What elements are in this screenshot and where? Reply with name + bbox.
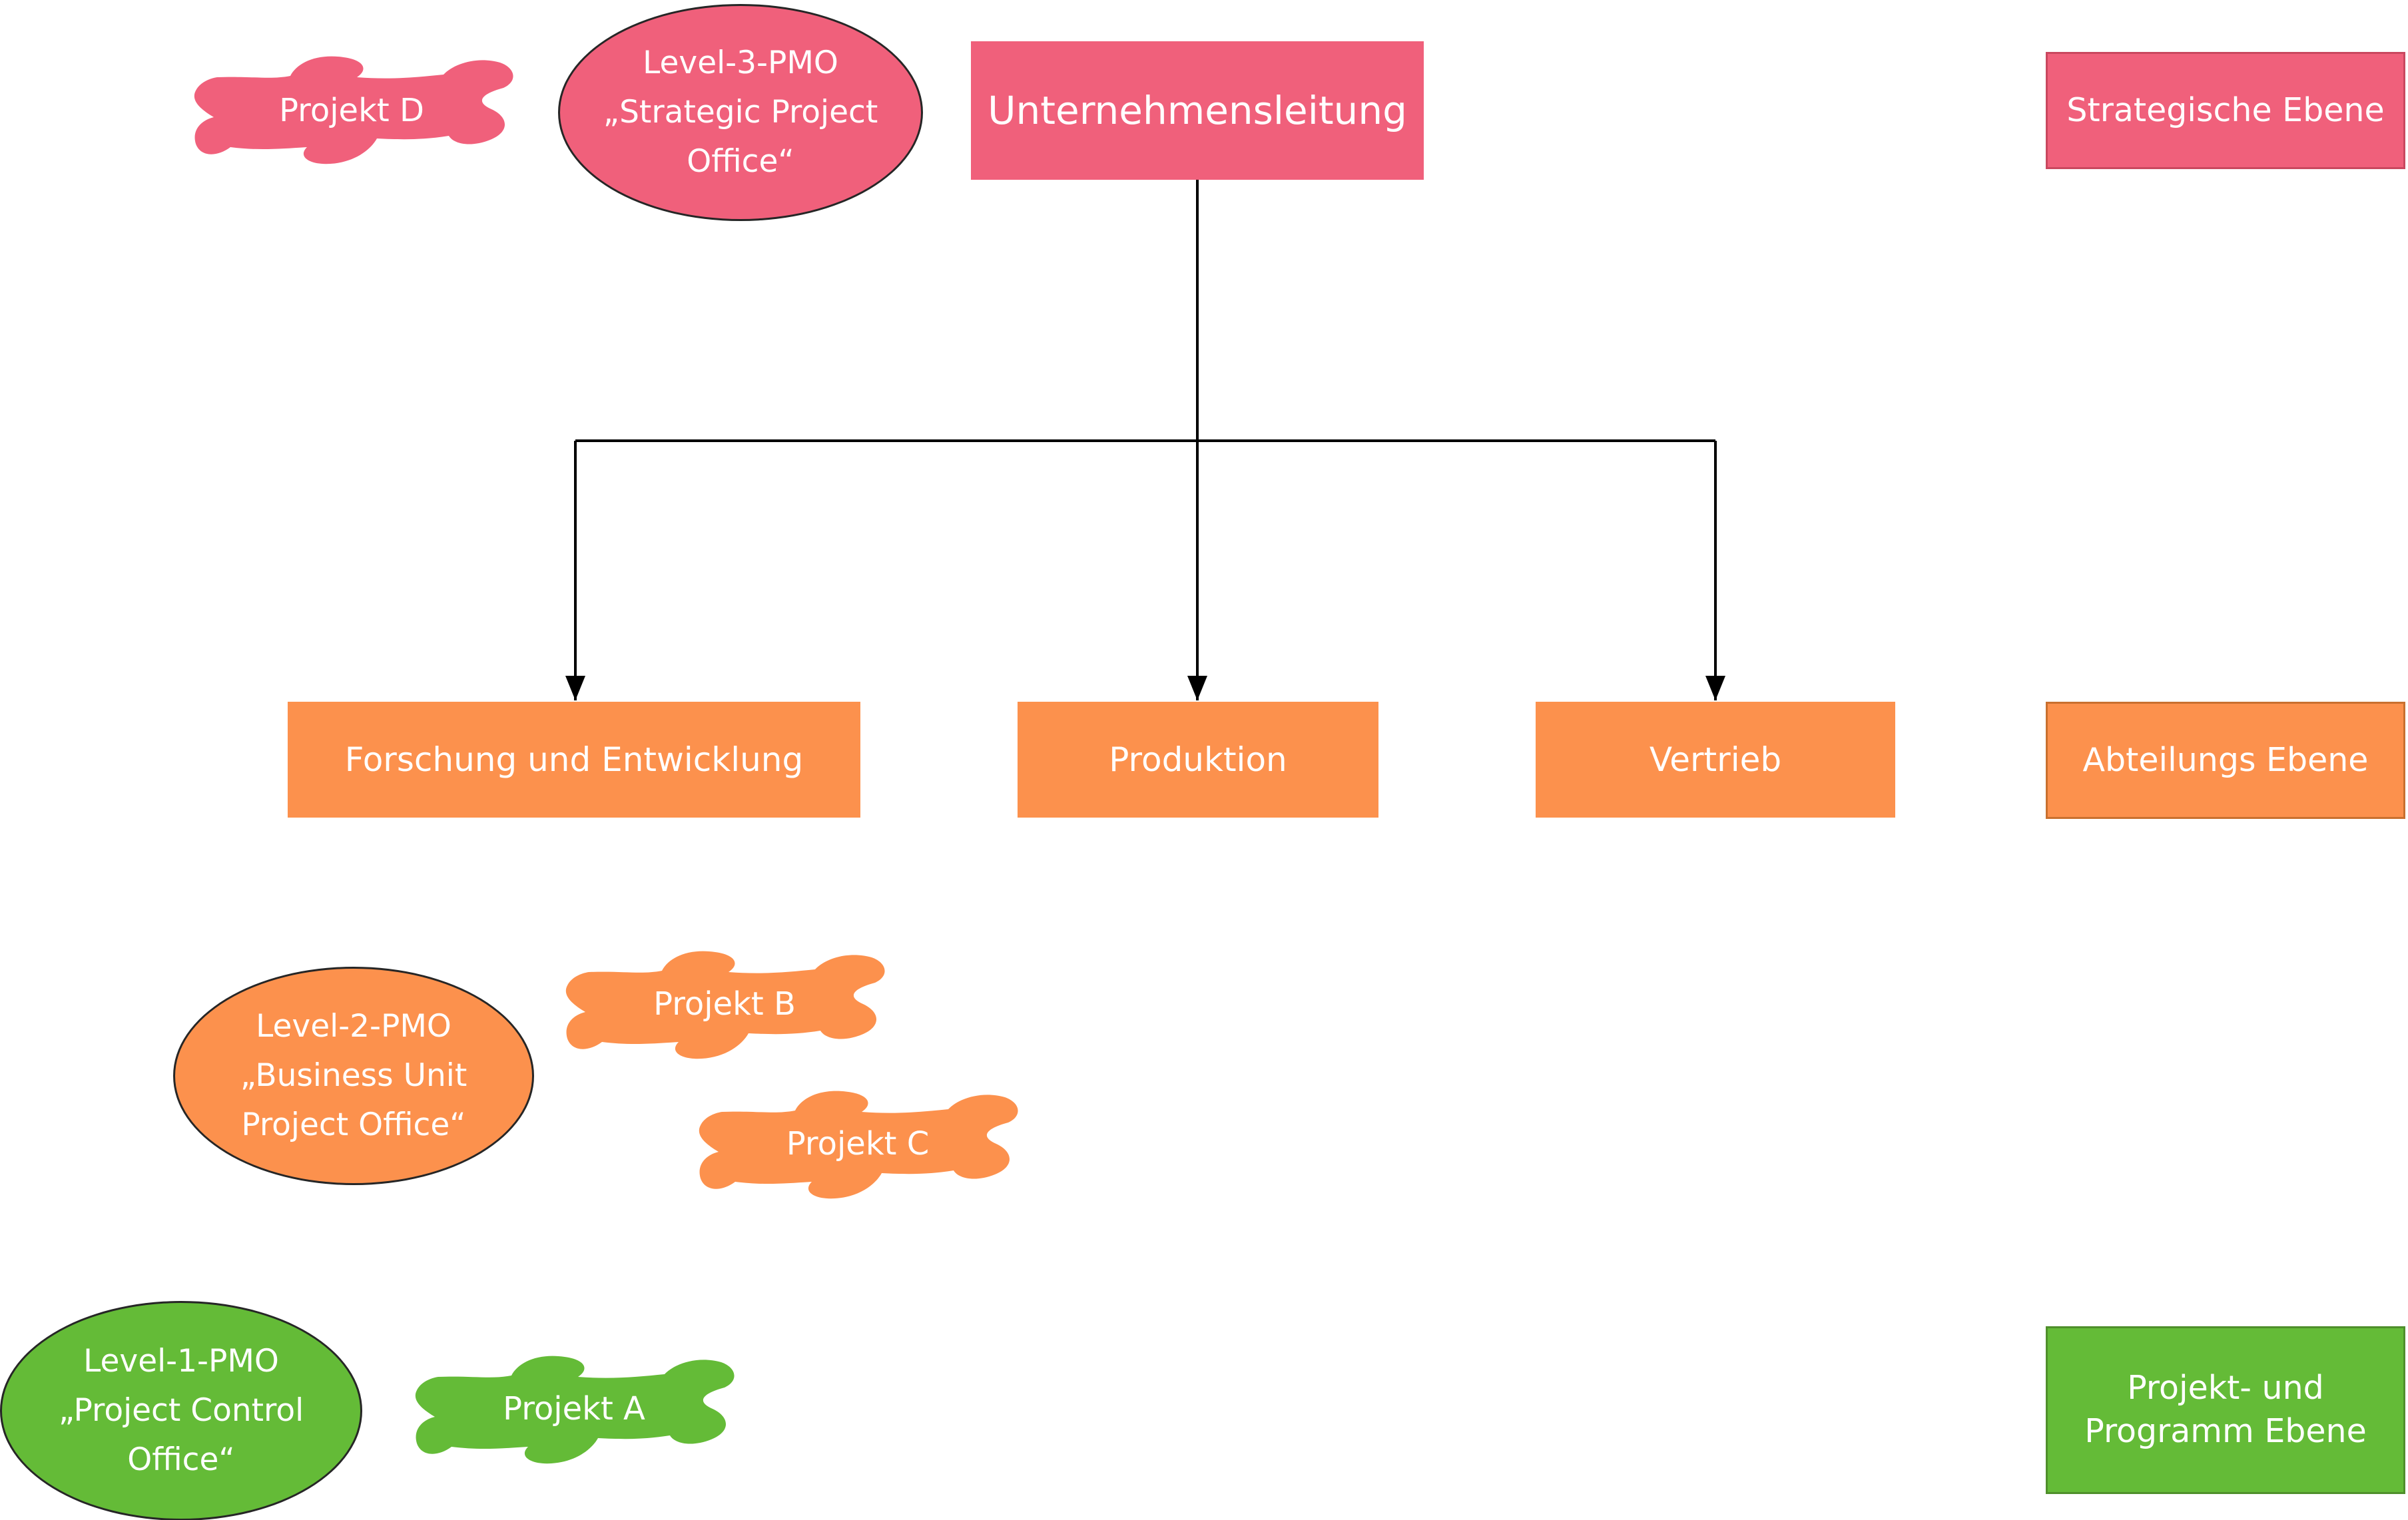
level1-pmo-line2: „Project Control <box>58 1392 304 1429</box>
arrowhead-production <box>1187 676 1207 700</box>
sales-box: Vertrieb <box>1536 702 1895 818</box>
puzzle-piece-icon <box>194 56 513 164</box>
strategic-level-label: Strategische Ebene <box>2066 91 2385 129</box>
level3-pmo-oval: Level-3-PMO „Strategic Project Office“ <box>558 4 923 221</box>
level1-pmo-line1: Level-1-PMO <box>83 1342 279 1380</box>
level1-pmo-line3: Office“ <box>127 1441 235 1479</box>
project-level-box: Projekt- und Programm Ebene <box>2046 1326 2405 1494</box>
project-b-label: Projekt B <box>653 985 796 1023</box>
strategic-level-box: Strategische Ebene <box>2046 52 2405 169</box>
research-box: Forschung und Entwicklung <box>288 702 860 818</box>
production-box: Produktion <box>1018 702 1378 818</box>
level1-pmo-oval: Level-1-PMO „Project Control Office“ <box>0 1301 362 1520</box>
arrowhead-research <box>565 676 585 700</box>
project-c-label: Projekt C <box>786 1125 930 1162</box>
sales-label: Vertrieb <box>1649 740 1782 779</box>
level2-pmo-line2: „Business Unit <box>240 1057 467 1094</box>
department-level-box: Abteilungs Ebene <box>2046 702 2405 819</box>
leadership-label: Unternehmensleitung <box>988 87 1407 133</box>
project-level-label-line2: Programm Ebene <box>2084 1412 2367 1450</box>
arrowhead-sales <box>1705 676 1725 700</box>
level2-pmo-oval: Level-2-PMO „Business Unit Project Offic… <box>173 967 534 1185</box>
project-d-label: Projekt D <box>279 92 424 129</box>
department-level-label: Abteilungs Ebene <box>2082 740 2369 779</box>
puzzle-piece-icon <box>415 1356 735 1464</box>
level2-pmo-line3: Project Office“ <box>241 1107 466 1144</box>
project-a-label: Projekt A <box>503 1390 645 1427</box>
level2-pmo-line1: Level-2-PMO <box>256 1007 452 1045</box>
research-label: Forschung und Entwicklung <box>344 740 804 779</box>
production-label: Produktion <box>1109 740 1287 779</box>
level3-pmo-line1: Level-3-PMO <box>643 44 838 81</box>
level3-pmo-line2: „Strategic Project <box>603 93 878 130</box>
leadership-box: Unternehmensleitung <box>971 41 1424 180</box>
puzzle-piece-icon <box>565 951 885 1059</box>
project-level-label-line1: Projekt- und <box>2127 1369 2324 1407</box>
puzzle-piece-icon <box>699 1091 1018 1199</box>
level3-pmo-line3: Office“ <box>687 143 794 180</box>
